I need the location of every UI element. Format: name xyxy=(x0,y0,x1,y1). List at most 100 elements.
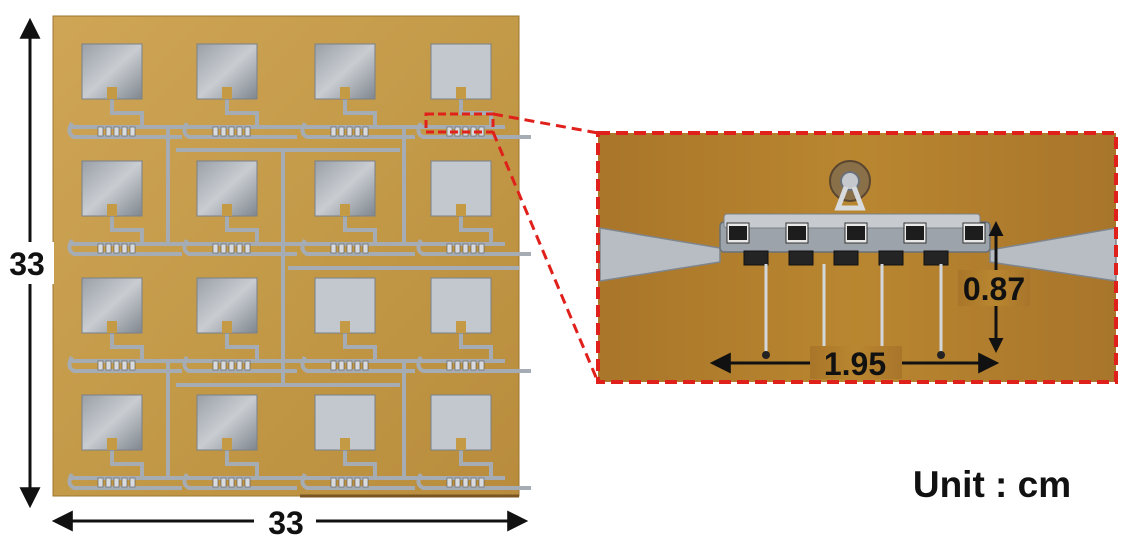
patch-feed-line xyxy=(110,216,144,242)
smd-component xyxy=(354,243,361,254)
smd-component xyxy=(113,360,120,371)
connector-hole xyxy=(840,171,860,191)
patch-feed-line xyxy=(343,216,377,242)
patch-feed-line xyxy=(225,333,259,359)
smd-component xyxy=(105,360,112,371)
zoom-frame xyxy=(596,131,1118,384)
smd-component xyxy=(446,360,453,371)
patch-inset-slot xyxy=(222,438,232,450)
smd-component xyxy=(236,477,243,488)
detail-height-label: 0.87 xyxy=(963,271,1025,307)
smd-component xyxy=(220,360,227,371)
height-label-bg xyxy=(2,242,54,284)
detail-width-label-bg xyxy=(810,346,902,379)
smd-component xyxy=(97,477,104,488)
smd-component xyxy=(446,477,453,488)
width-label: 33 xyxy=(268,505,304,541)
smd-component xyxy=(113,243,120,254)
smd-component xyxy=(338,126,345,137)
smd-component xyxy=(454,243,461,254)
smd-component xyxy=(228,126,235,137)
smd-component xyxy=(121,360,128,371)
smd-component xyxy=(236,126,243,137)
bias-via xyxy=(762,351,770,359)
smd-component xyxy=(478,243,485,254)
smd-component xyxy=(354,477,361,488)
resistor-chip-body xyxy=(729,226,747,240)
smd-component xyxy=(244,243,251,254)
patch-feed-line xyxy=(343,99,377,125)
smd-component xyxy=(129,243,136,254)
smd-component xyxy=(220,477,227,488)
patch-inset-slot xyxy=(456,321,466,333)
smd-component xyxy=(338,360,345,371)
smd-component xyxy=(97,126,104,137)
smd-component xyxy=(212,126,219,137)
smd-component xyxy=(97,243,104,254)
smd-component xyxy=(462,477,469,488)
smd-component xyxy=(454,360,461,371)
feed-network xyxy=(67,99,531,498)
phase-shifter-components xyxy=(97,126,485,488)
resistor-chip-body xyxy=(788,226,806,240)
diode-chip xyxy=(788,250,814,266)
smd-component xyxy=(244,477,251,488)
patch-feed-line xyxy=(459,450,493,476)
smd-component xyxy=(121,126,128,137)
antenna-board-photo xyxy=(52,15,531,498)
unit-label: Unit : cm xyxy=(913,464,1071,505)
resistor-chip-body xyxy=(847,226,865,240)
smd-component xyxy=(121,477,128,488)
patch-feed-line xyxy=(225,99,259,125)
smd-component xyxy=(105,243,112,254)
detail-height-label-bg xyxy=(958,270,1030,306)
patch-inset-slot xyxy=(107,438,117,450)
smd-component xyxy=(362,243,369,254)
smd-component xyxy=(212,477,219,488)
patch-feed-line xyxy=(225,450,259,476)
patch-feed-line xyxy=(110,450,144,476)
smd-component xyxy=(212,360,219,371)
detail-width-label: 1.95 xyxy=(824,346,886,382)
resistor-chip-body xyxy=(965,226,983,240)
smd-component xyxy=(220,243,227,254)
smd-component xyxy=(244,126,251,137)
zoom-source-box xyxy=(424,112,495,134)
patch-inset-slot xyxy=(340,321,350,333)
smd-component xyxy=(346,126,353,137)
patch-inset-slot xyxy=(107,321,117,333)
patch-inset-slot xyxy=(340,204,350,216)
smd-component xyxy=(220,126,227,137)
patch-feed-line xyxy=(110,333,144,359)
patch-feed-line xyxy=(343,450,377,476)
smd-component xyxy=(330,126,337,137)
smd-component xyxy=(105,126,112,137)
smd-component xyxy=(470,477,477,488)
patch-feed-line xyxy=(343,333,377,359)
patch-inset-slot xyxy=(456,204,466,216)
resistor-chip-body xyxy=(906,226,924,240)
smd-component xyxy=(236,243,243,254)
smd-component xyxy=(338,243,345,254)
patch-inset-slot xyxy=(340,87,350,99)
patch-inset-slot xyxy=(222,204,232,216)
zoomed-detail-photo xyxy=(596,131,1118,384)
smd-component xyxy=(236,360,243,371)
diode-chip xyxy=(743,250,769,266)
patch-antenna-elements xyxy=(81,43,492,451)
zoom-smd-components xyxy=(726,222,986,266)
smd-component xyxy=(354,126,361,137)
smd-component xyxy=(470,360,477,371)
patch-inset-slot xyxy=(456,438,466,450)
patch-feed-line xyxy=(459,333,493,359)
diode-chip xyxy=(878,250,904,266)
smd-component xyxy=(228,360,235,371)
patch-inset-slot xyxy=(107,87,117,99)
smd-component xyxy=(478,360,485,371)
smd-component xyxy=(330,477,337,488)
smd-component xyxy=(228,477,235,488)
smd-component xyxy=(113,126,120,137)
height-label: 33 xyxy=(9,246,45,282)
patch-feed-line xyxy=(459,216,493,242)
smd-component xyxy=(362,477,369,488)
